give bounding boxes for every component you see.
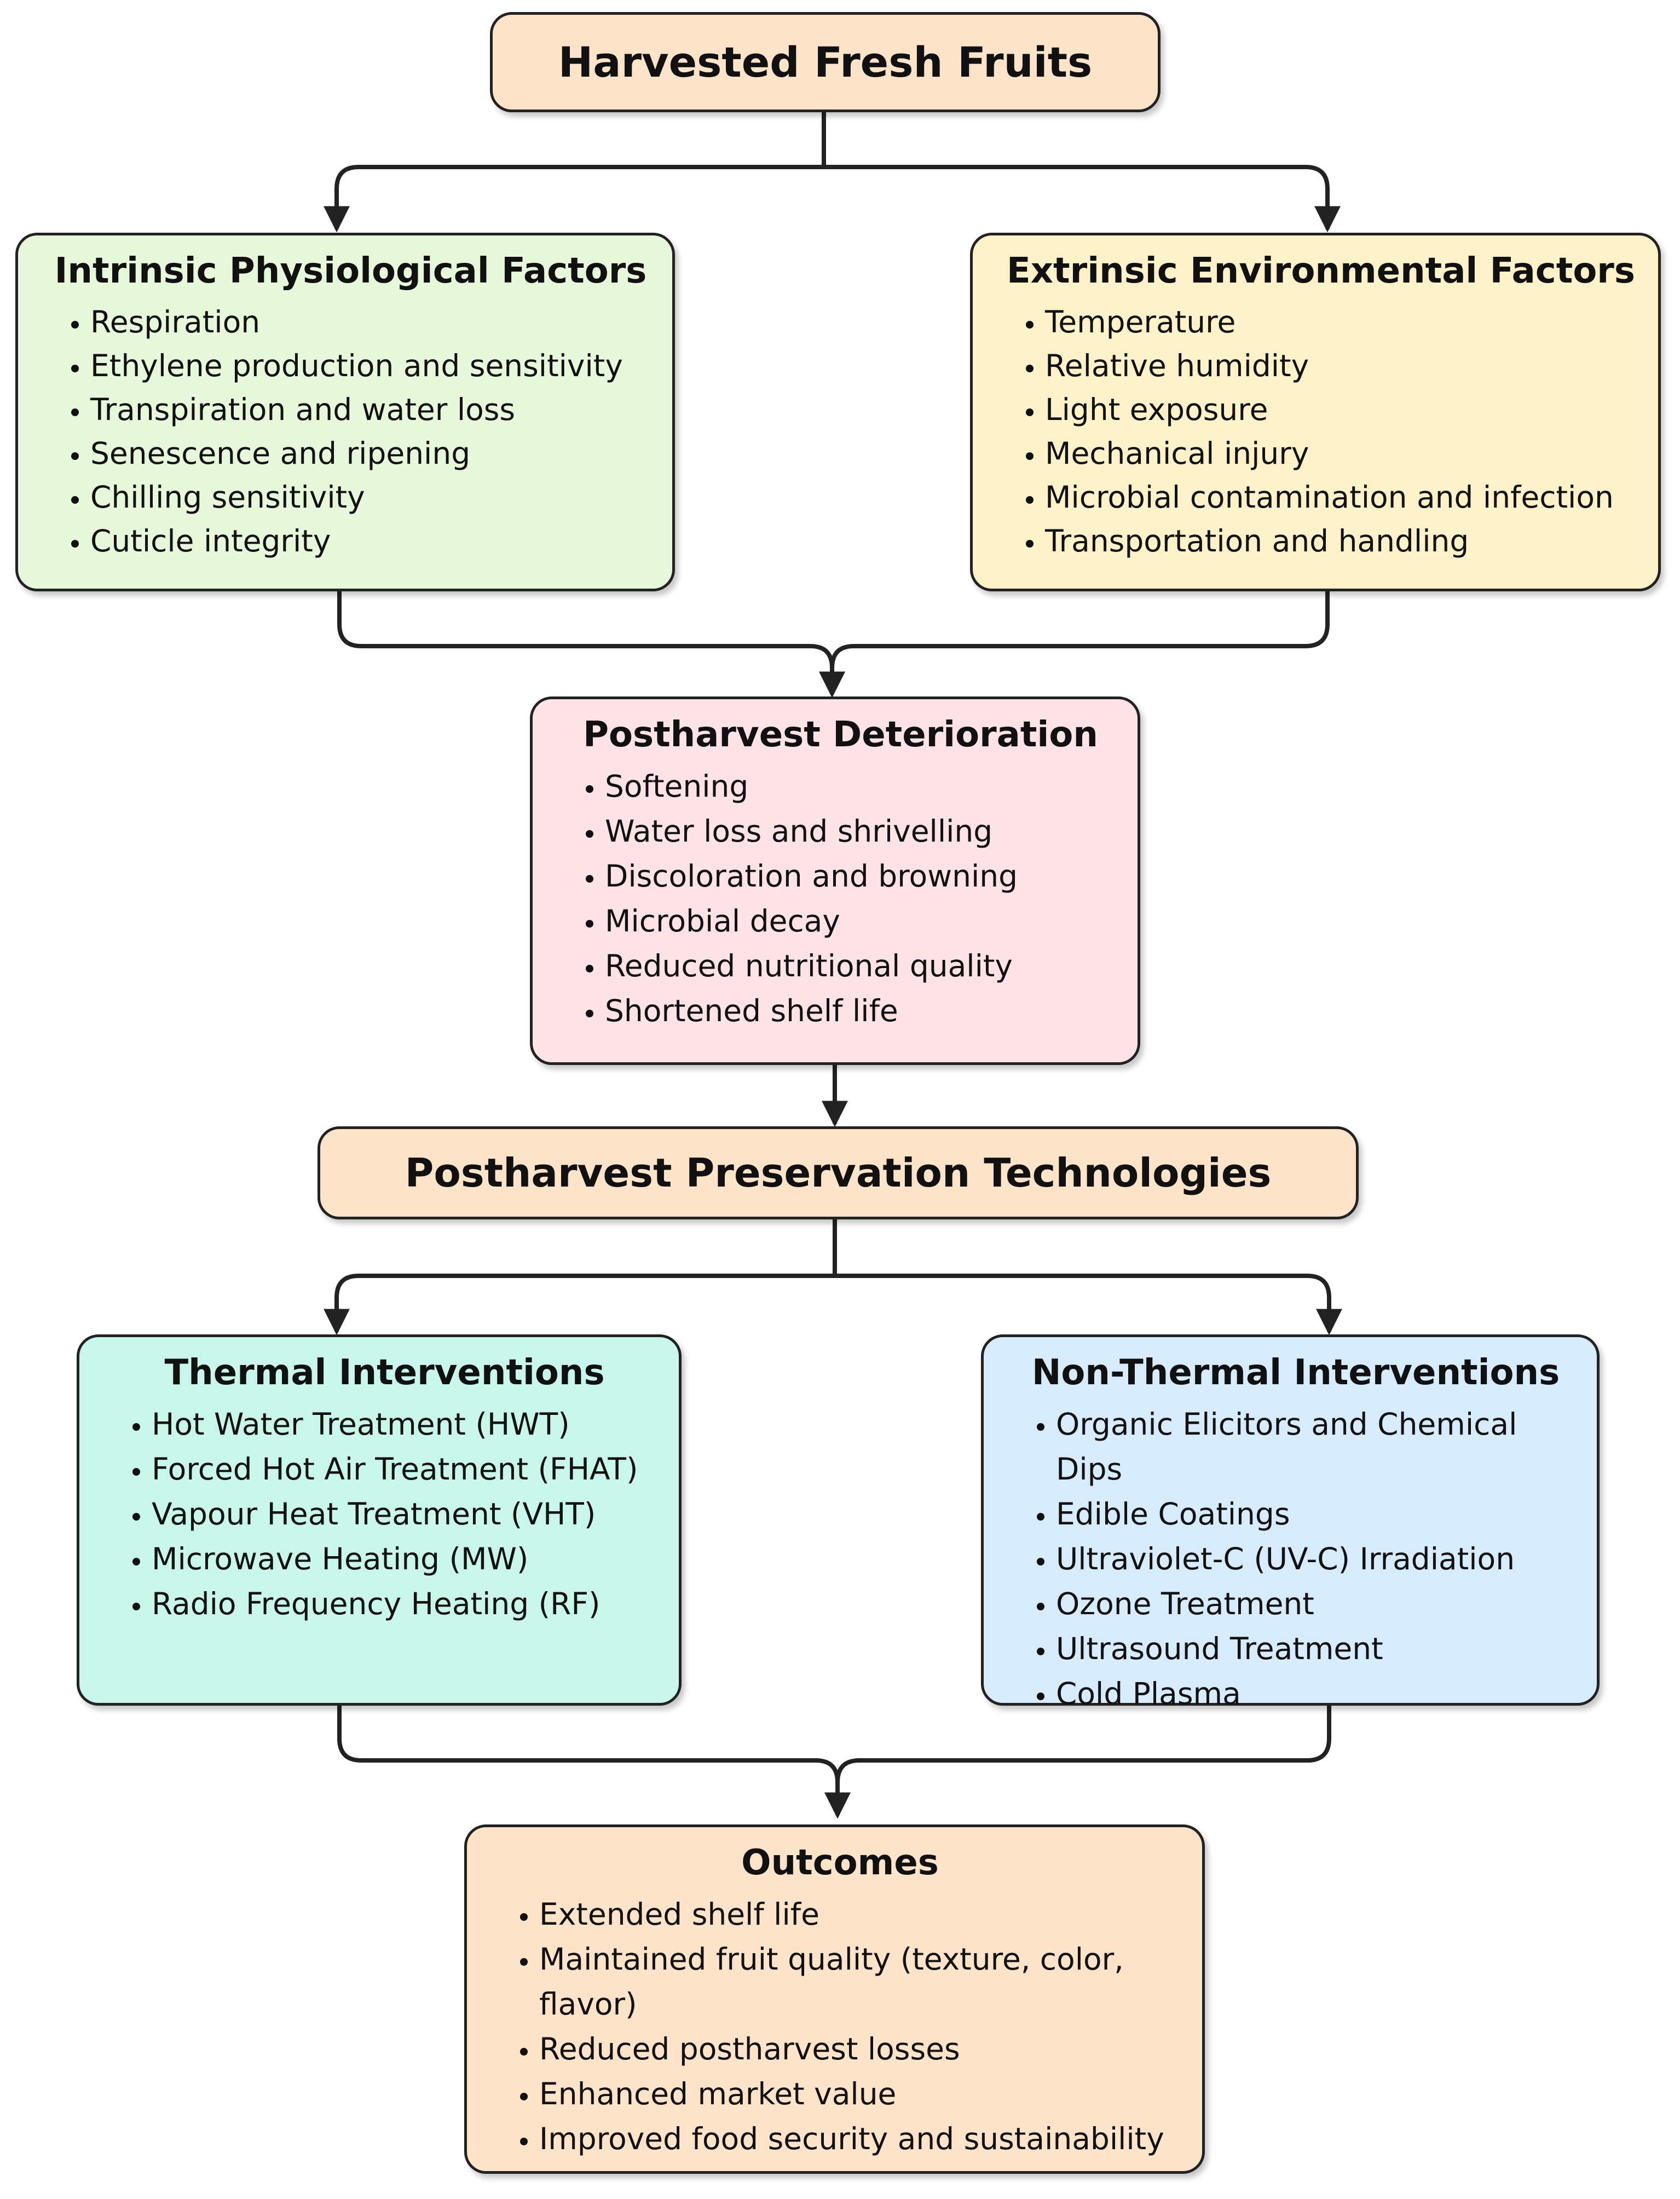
list-item: Cold Plasma [1056,1671,1575,1716]
list-item: Transpiration and water loss [90,388,650,431]
arrow-to-intrinsic [324,165,824,233]
list-item: Forced Hot Air Treatment (FHAT) [152,1447,657,1492]
list-item: Reduced nutritional quality [605,943,1116,988]
extrinsic-factors-box: Extrinsic Environmental Factors Temperat… [970,233,1661,591]
outcomes-heading: Outcomes [741,1843,939,1883]
technologies-box: Postharvest Preservation Technologies [317,1126,1359,1219]
arrow-to-extrinsic [824,165,1341,233]
intrinsic-factors-box: Intrinsic Physiological Factors Respirat… [15,233,675,591]
list-item: Radio Frequency Heating (RF) [152,1581,657,1626]
intrinsic-factors-list: Respiration Ethylene production and sens… [51,300,650,563]
intrinsic-factors-heading: Intrinsic Physiological Factors [54,251,647,291]
non-thermal-interventions-heading: Non-Thermal Interventions [1031,1352,1560,1393]
arrow-to-nonthermal [835,1274,1342,1335]
list-item: Softening [605,764,1116,809]
list-item: Microwave Heating (MW) [152,1536,657,1581]
list-item: Respiration [90,300,650,344]
connector-from-thermal [337,1706,851,1819]
non-thermal-interventions-box: Non-Thermal Interventions Organic Elicit… [981,1334,1600,1711]
list-item: Improved food security and sustainabilit… [539,2116,1180,2161]
list-item: Ozone Treatment [1056,1581,1575,1626]
list-item: Edible Coatings [1056,1492,1575,1536]
list-item: Maintained fruit quality (texture, color… [539,1937,1180,2027]
extrinsic-factors-heading: Extrinsic Environmental Factors [1007,251,1635,291]
connector-from-intrinsic [337,591,845,698]
list-item: Extended shelf life [539,1892,1180,1937]
technologies-title: Postharvest Preservation Technologies [405,1150,1272,1196]
list-item: Hot Water Treatment (HWT) [152,1402,657,1447]
list-item: Light exposure [1045,388,1636,431]
list-item: Relative humidity [1045,344,1636,388]
thermal-interventions-box: Thermal Interventions Hot Water Treatmen… [77,1334,682,1706]
list-item: Temperature [1045,300,1636,344]
extrinsic-factors-list: Temperature Relative humidity Light expo… [1006,300,1636,563]
list-item: Vapour Heat Treatment (VHT) [152,1492,657,1536]
thermal-interventions-list: Hot Water Treatment (HWT) Forced Hot Air… [112,1402,657,1626]
list-item: Discoloration and browning [605,854,1116,899]
list-item: Ultrasound Treatment [1056,1626,1575,1671]
connector-from-nonthermal [824,1706,1331,1819]
list-item: Ethylene production and sensitivity [90,344,650,388]
outcomes-box: Outcomes Extended shelf life Maintained … [464,1824,1205,2174]
deterioration-box: Postharvest Deterioration Softening Wate… [530,696,1140,1065]
list-item: Organic Elicitors and Chemical Dips [1056,1402,1575,1492]
list-item: Enhanced market value [539,2071,1180,2116]
list-item: Senescence and ripening [90,431,650,475]
diagram-title: Harvested Fresh Fruits [558,38,1093,87]
deterioration-list: Softening Water loss and shrivelling Dis… [565,764,1116,1033]
deterioration-heading: Postharvest Deterioration [583,715,1098,755]
list-item: Ultraviolet-C (UV-C) Irradiation [1056,1536,1575,1581]
arrow-to-thermal [324,1274,835,1335]
connector-from-extrinsic [819,591,1330,698]
list-item: Shortened shelf life [605,988,1116,1033]
list-item: Water loss and shrivelling [605,809,1116,854]
list-item: Microbial decay [605,899,1116,943]
list-item: Mechanical injury [1045,431,1636,475]
list-item: Chilling sensitivity [90,475,650,519]
list-item: Cuticle integrity [90,519,650,563]
list-item: Reduced postharvest losses [539,2027,1180,2071]
thermal-interventions-heading: Thermal Interventions [164,1352,605,1393]
list-item: Transportation and handling [1045,519,1636,563]
title-box: Harvested Fresh Fruits [490,12,1161,112]
non-thermal-interventions-list: Organic Elicitors and Chemical Dips Edib… [1017,1402,1575,1716]
outcomes-list: Extended shelf life Maintained fruit qua… [500,1892,1180,2161]
list-item: Microbial contamination and infection [1045,475,1636,519]
